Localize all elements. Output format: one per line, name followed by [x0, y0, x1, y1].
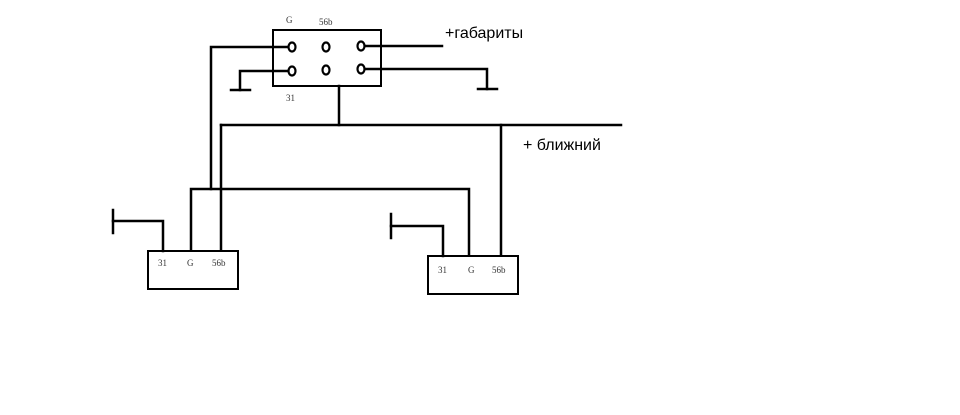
switch-label-56b: 56b: [319, 17, 333, 27]
left-headlight: 31 G 56b: [111, 208, 239, 290]
switch-pin-middle-bottom: [321, 64, 331, 76]
left-headlight-connector: [147, 250, 239, 290]
switch-pin-56b-top: [321, 41, 331, 53]
switch-pin-g-top: [287, 41, 297, 53]
left-label-56b: 56b: [212, 258, 226, 268]
right-headlight: 31 G 56b: [389, 212, 519, 295]
wire-switch-31-to-ground: [238, 69, 290, 92]
switch-label-g: G: [286, 15, 293, 25]
wire-right-31-to-ground: [389, 224, 445, 258]
right-label-g: G: [468, 265, 475, 275]
g-bus: [189, 187, 471, 259]
switch-label-31: 31: [286, 93, 295, 103]
wire-switch-g-to-left: [209, 45, 290, 191]
right-label-56b: 56b: [492, 265, 506, 275]
wire-left-31-to-ground: [111, 219, 165, 253]
left-label-31: 31: [158, 258, 167, 268]
switch-body: [272, 29, 382, 87]
right-label-31: 31: [438, 265, 447, 275]
switch-pin-31-bottom: [287, 65, 297, 77]
label-parking-lights: +габариты: [445, 25, 523, 42]
switch-pin-right-bottom: [356, 63, 366, 75]
switch-pin-right-top: [356, 40, 366, 52]
switch-block: G 56b 31: [272, 15, 382, 103]
wire-g-bus: [189, 187, 471, 259]
wire-switch-to-right-ground: [363, 67, 489, 91]
left-label-g: G: [187, 258, 194, 268]
label-low-beam: + ближний: [523, 137, 601, 154]
switch-wiring: [209, 44, 499, 191]
right-headlight-connector: [427, 255, 519, 295]
